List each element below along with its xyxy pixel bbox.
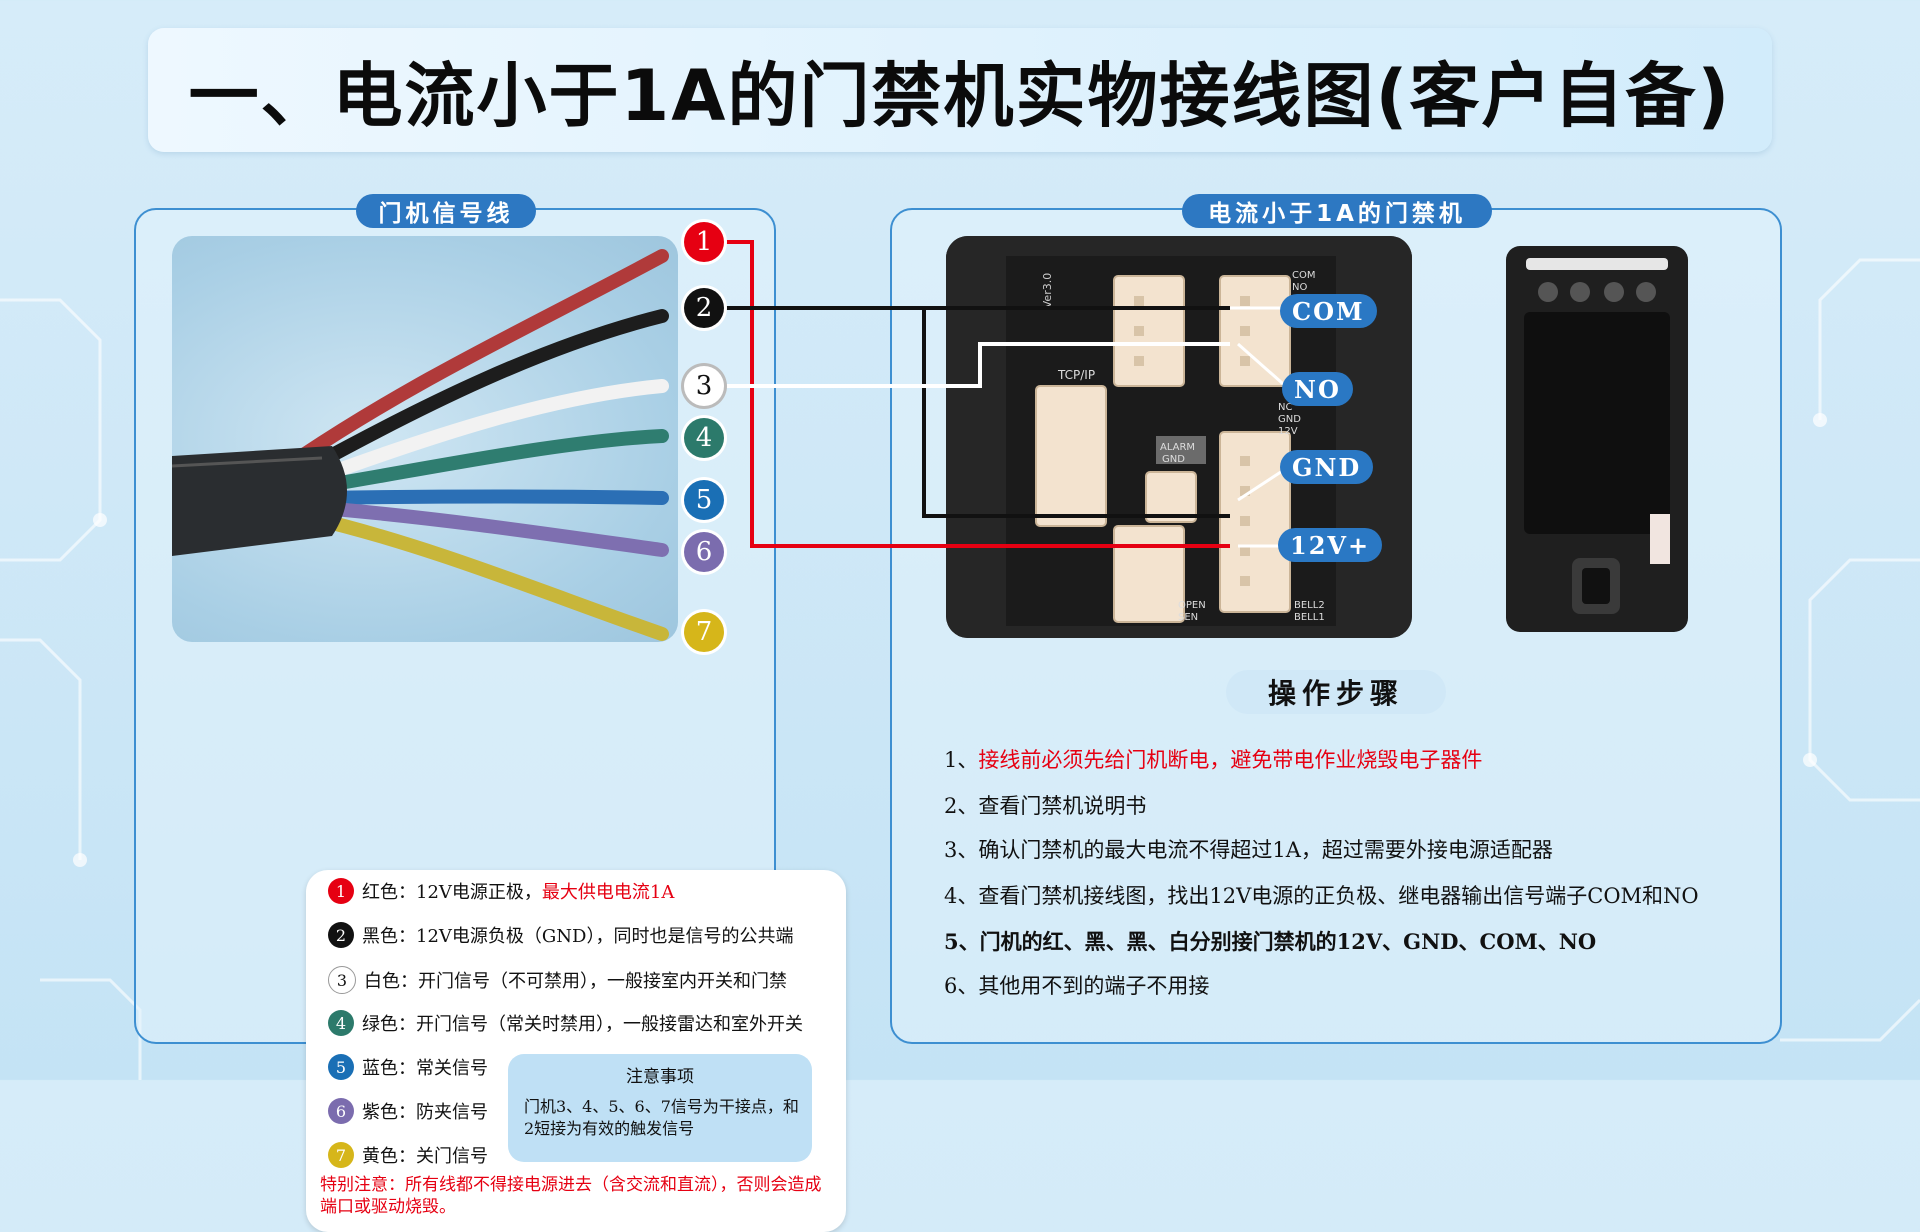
legend-text-3: 白色：开门信号（不可禁用），一般接室内开关和门禁: [364, 971, 787, 992]
step-5-prefix: 5、: [944, 929, 980, 954]
legend-item-green: 4 绿色：开门信号（常关时禁用），一般接雷达和室外开关: [328, 1010, 803, 1036]
legend-dot-5: 5: [328, 1054, 354, 1080]
legend-dot-1: 1: [328, 878, 354, 904]
board-silk-bell2: BELL2: [1294, 600, 1325, 611]
wire-number-5: 5: [684, 480, 724, 520]
legend-text-6: 紫色：防夹信号: [362, 1102, 488, 1123]
wire-number-6: 6: [684, 532, 724, 572]
step-4: 4、查看门禁机接线图，找出12V电源的正负极、继电器输出信号端子COM和NO: [944, 880, 1699, 910]
legend-dot-2: 2: [328, 922, 354, 948]
board-silk-ver: Ver3.0: [1041, 272, 1055, 309]
legend-text-2: 黑色：12V电源负极（GND），同时也是信号的公共端: [362, 926, 794, 947]
legend-item-red: 1 红色：12V电源正极， 最大供电电流1A: [328, 878, 674, 904]
board-silk-gnd: GND: [1278, 414, 1301, 425]
legend-item-white: 3 白色：开门信号（不可禁用），一般接室内开关和门禁: [328, 966, 787, 994]
cable-photo: [172, 236, 678, 642]
step-6: 6、其他用不到的端子不用接: [944, 970, 1209, 1000]
special-warning: 特别注意：所有线都不得接电源进去（含交流和直流），否则会造成端口或驱动烧毁。: [320, 1175, 822, 1217]
legend-text-7: 黄色：关门信号: [362, 1146, 488, 1167]
note-title: 注意事项: [626, 1067, 694, 1087]
step-1: 1、接线前必须先给门机断电，避免带电作业烧毁电子器件: [944, 744, 1482, 774]
legend-dot-6: 6: [328, 1098, 354, 1124]
terminal-label-12v: 12V+: [1278, 528, 1383, 562]
step-5: 5、门机的红、黑、黑、白分别接门禁机的12V、GND、COM、NO: [944, 926, 1596, 956]
legend-text-1: 红色：12V电源正极，: [362, 882, 542, 903]
steps-title: 操作步骤: [1226, 670, 1446, 714]
legend-item-black: 2 黑色：12V电源负极（GND），同时也是信号的公共端: [328, 922, 793, 948]
legend-text-4: 绿色：开门信号（常关时禁用），一般接雷达和室外开关: [362, 1014, 803, 1035]
legend-item-blue: 5 蓝色：常关信号: [328, 1054, 488, 1080]
access-device-photo: [1502, 244, 1692, 634]
step-2-prefix: 2、: [944, 794, 979, 818]
board-silk-sen: SEN: [1178, 612, 1199, 623]
step-3-text: 确认门禁机的最大电流不得超过1A，超过需要外接电源适配器: [978, 838, 1553, 862]
legend-dot-4: 4: [328, 1010, 354, 1036]
terminal-label-gnd: GND: [1280, 450, 1374, 484]
board-silk-12v: 12V: [1278, 426, 1298, 437]
board-silk-bell1: BELL1: [1294, 612, 1325, 623]
board-silk-tcp: TCP/IP: [1058, 368, 1096, 382]
wire-number-7: 7: [684, 612, 724, 652]
terminal-label-no: NO: [1282, 372, 1353, 406]
step-1-prefix: 1、: [944, 748, 979, 772]
step-2-text: 查看门禁机说明书: [978, 794, 1147, 818]
board-silk-gnd2: GND: [1162, 454, 1185, 465]
step-2: 2、查看门禁机说明书: [944, 790, 1146, 820]
wire-number-3: 3: [684, 366, 724, 406]
circuit-background: [0, 0, 1920, 1080]
cable-panel: 门机信号线 1 红色：12V电源正极， 最大供电电流1A 2 黑色：12V电源负…: [134, 194, 846, 1232]
step-3-prefix: 3、: [944, 838, 979, 862]
step-6-prefix: 6、: [944, 974, 979, 998]
note-body: 门机3、4、5、6、7信号为干接点，和2短接为有效的触发信号: [524, 1097, 799, 1138]
legend-box: 1 红色：12V电源正极， 最大供电电流1A 2 黑色：12V电源负极（GND）…: [306, 870, 846, 1232]
wire-number-4: 4: [684, 418, 724, 458]
terminal-label-com: COM: [1280, 294, 1377, 328]
board-silk-open: OPEN: [1178, 600, 1206, 611]
title-bar: 一、电流小于1A的门禁机实物接线图(客户自备): [148, 28, 1772, 152]
legend-dot-7: 7: [328, 1142, 354, 1168]
step-1-text: 接线前必须先给门机断电，避免带电作业烧毁电子器件: [978, 748, 1483, 772]
cable-panel-tag: 门机信号线: [356, 194, 536, 228]
legend-dot-3: 3: [328, 966, 356, 994]
legend-highlight-1: 最大供电电流1A: [541, 882, 675, 903]
step-4-text: 查看门禁机接线图，找出12V电源的正负极、继电器输出信号端子COM和NO: [978, 884, 1699, 908]
board-silk-alarm: ALARM: [1160, 442, 1196, 453]
board-silk-no: NO: [1292, 282, 1308, 293]
page-title: 一、电流小于1A的门禁机实物接线图(客户自备): [188, 54, 1732, 137]
wire-number-2: 2: [684, 288, 724, 328]
step-5-text: 门机的红、黑、黑、白分别接门禁机的12V、GND、COM、NO: [979, 929, 1597, 954]
legend-item-yellow: 7 黄色：关门信号: [328, 1142, 488, 1168]
step-4-prefix: 4、: [944, 884, 979, 908]
board-silk-nc: NC: [1278, 402, 1293, 413]
legend-item-purple: 6 紫色：防夹信号: [328, 1098, 488, 1124]
legend-text-5: 蓝色：常关信号: [362, 1058, 488, 1079]
wire-number-1: 1: [684, 222, 724, 262]
step-6-text: 其他用不到的端子不用接: [978, 974, 1210, 998]
access-panel-tag: 电流小于1A的门禁机: [1182, 194, 1492, 228]
note-box: 注意事项 门机3、4、5、6、7信号为干接点，和2短接为有效的触发信号: [508, 1054, 812, 1162]
board-silk-com: COM: [1292, 270, 1316, 281]
step-3: 3、确认门禁机的最大电流不得超过1A，超过需要外接电源适配器: [944, 834, 1553, 864]
